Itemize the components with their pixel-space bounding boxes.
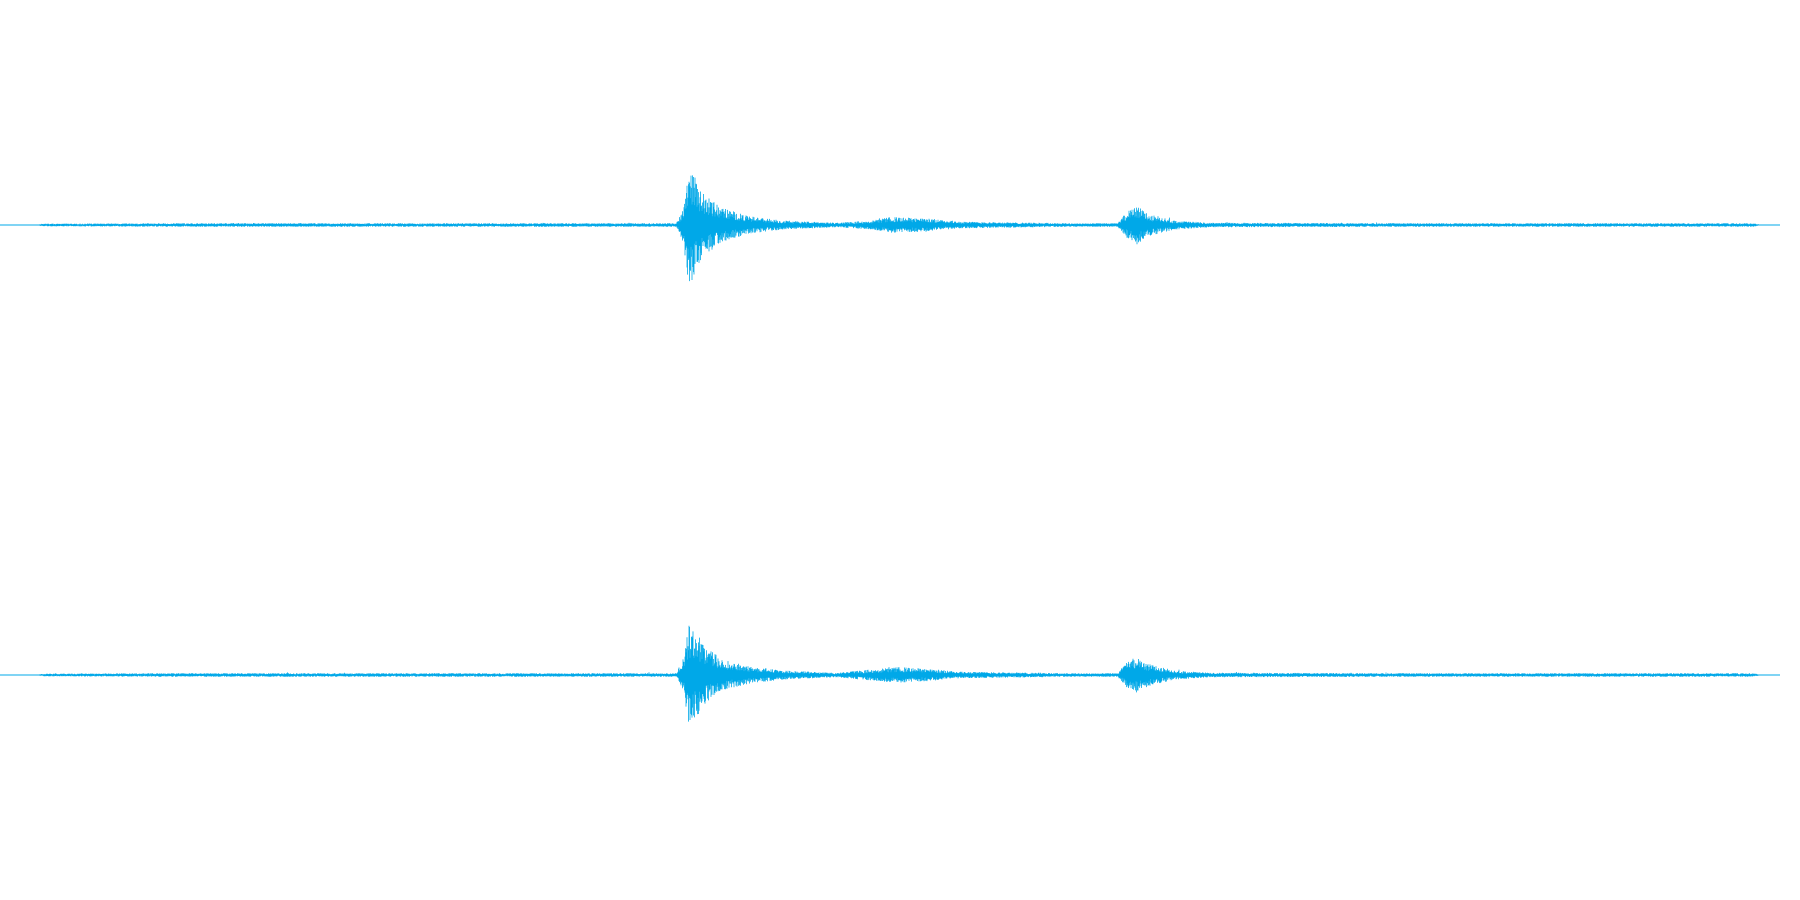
waveform-channel-1: [0, 175, 1780, 282]
channel-2-waveform: [35, 625, 1762, 722]
waveform-channel-2: [0, 625, 1780, 722]
channel-1-waveform: [35, 175, 1762, 282]
